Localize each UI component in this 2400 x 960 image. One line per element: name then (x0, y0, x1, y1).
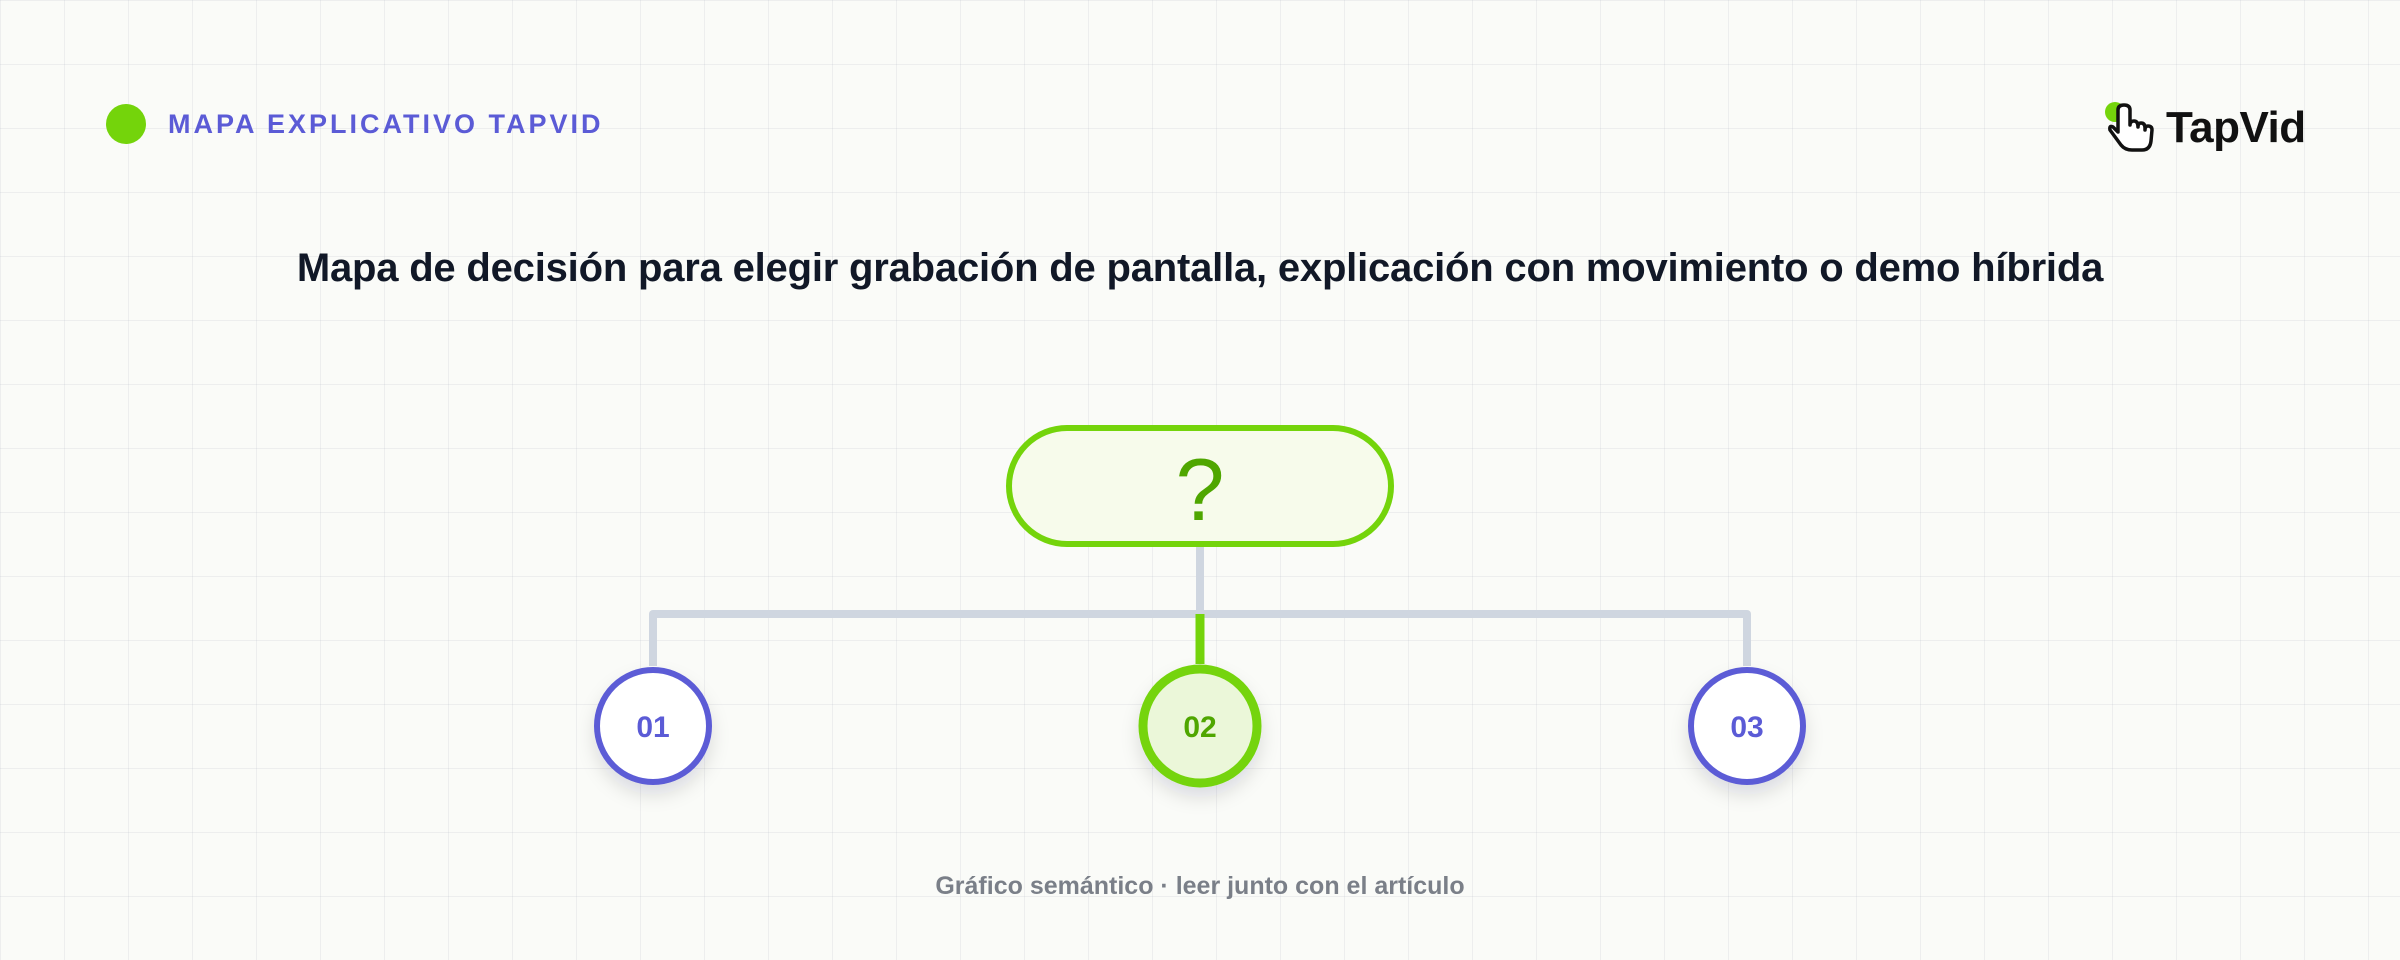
brand-logo: TapVid (2104, 100, 2306, 156)
page-title: Mapa de decisión para elegir grabación d… (296, 246, 2104, 290)
option-label: 01 (636, 711, 669, 744)
option-label: 03 (1730, 711, 1763, 744)
question-mark-icon: ? (1176, 440, 1225, 539)
option-node-01: 01 (594, 667, 712, 785)
connector-lines (649, 544, 1751, 666)
option-label: 02 (1183, 711, 1216, 744)
option-node-03: 03 (1688, 667, 1806, 785)
pointing-hand-cursor-icon (2105, 102, 2154, 152)
green-dot-icon (106, 104, 146, 144)
tag-label: MAPA EXPLICATIVO TAPVID (168, 108, 604, 139)
root-node: ? (1006, 425, 1394, 547)
header-tag: MAPA EXPLICATIVO TAPVID (106, 104, 604, 144)
brand-name: TapVid (2166, 103, 2306, 152)
footer-caption: Gráfico semántico · leer junto con el ar… (935, 872, 1465, 900)
option-node-02: 02 (1138, 664, 1262, 788)
